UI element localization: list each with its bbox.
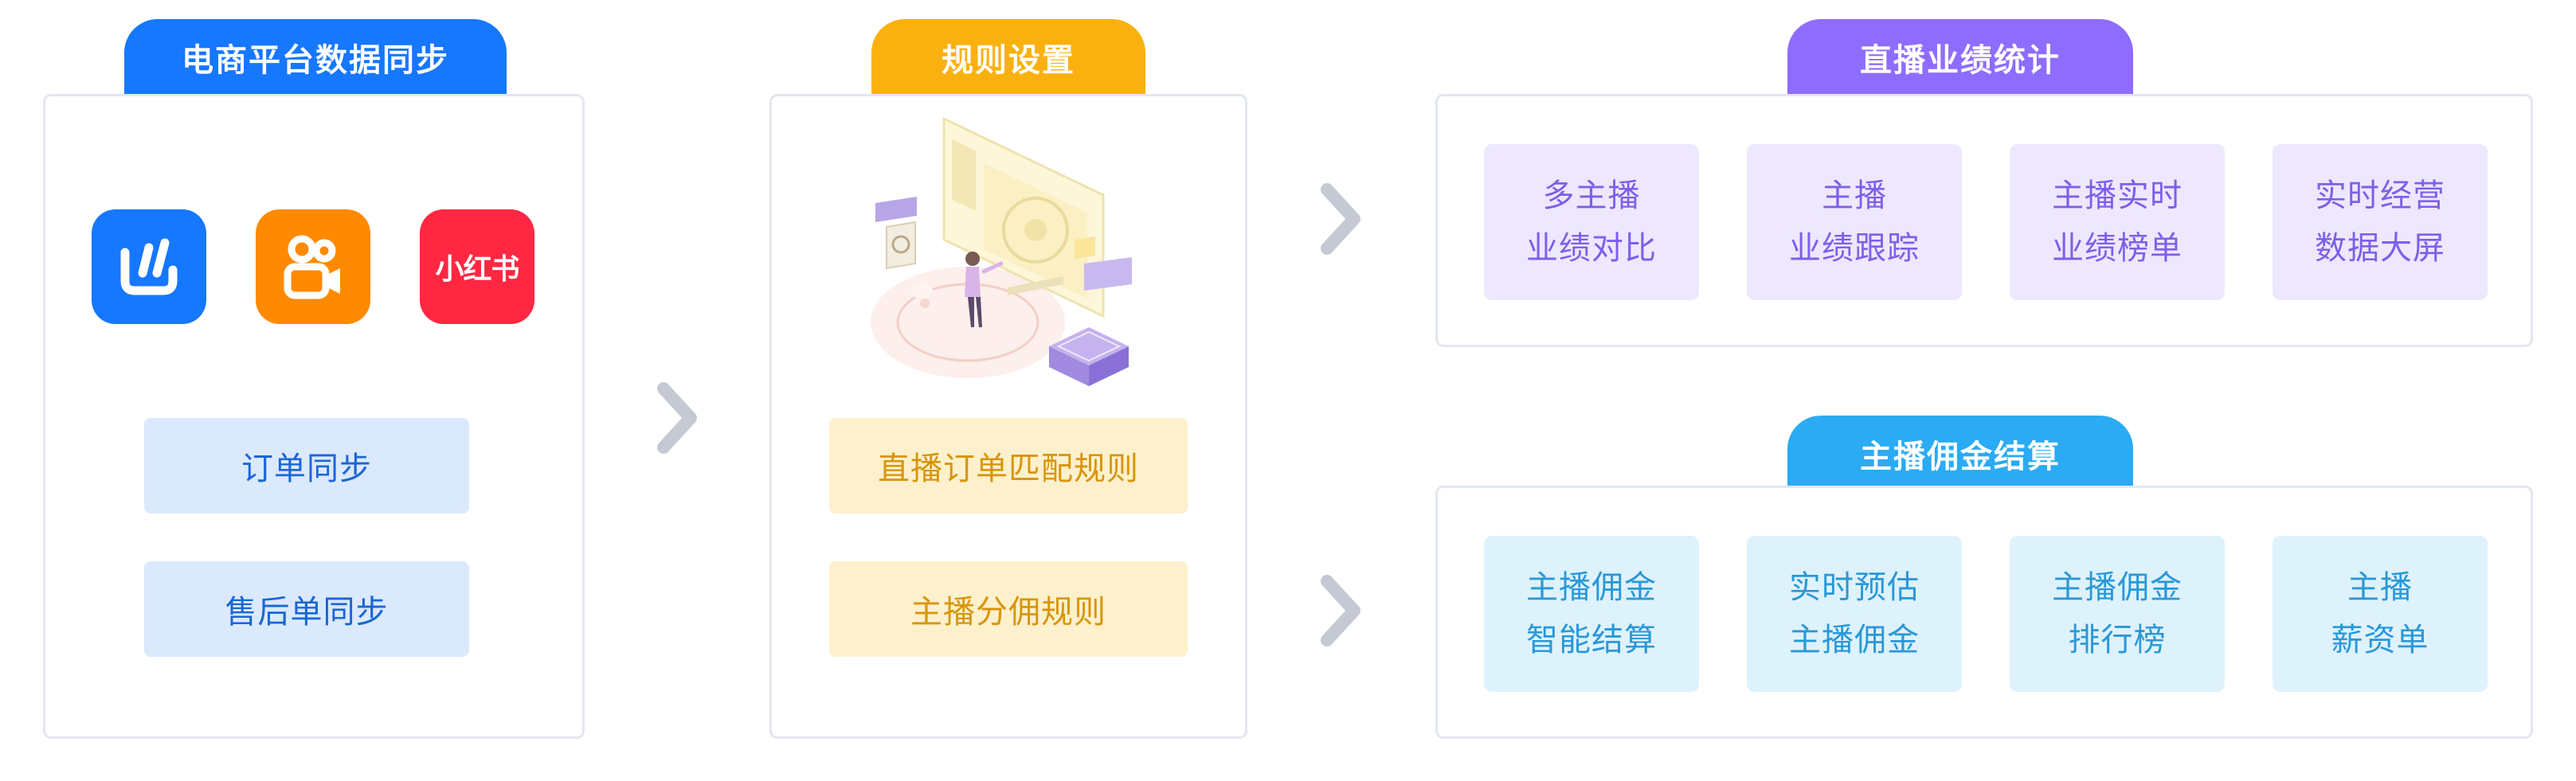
xiaohongshu-icon[interactable]: 小红书 [420,209,534,324]
tile-line: 业绩榜单 [2052,230,2183,267]
tile-line: 主播实时 [2052,178,2183,214]
xiaohongshu-logo-text: 小红书 [435,253,519,286]
tile-line: 多主播 [1542,178,1641,214]
arrow-right-icon [1321,183,1360,255]
commission-tile-ranking[interactable]: 主播佣金 排行榜 [2010,536,2225,692]
order-sync-button[interactable]: 订单同步 [144,418,469,514]
tile-line: 业绩跟踪 [1789,230,1920,267]
rules-section-title: 规则设置 [871,19,1145,96]
commission-tile-estimate[interactable]: 实时预估 主播佣金 [1747,536,1962,692]
tile-line: 薪资单 [2331,622,2429,658]
sync-panel: 小红书 订单同步 售后单同步 [43,94,585,739]
tile-line: 实时经营 [2315,178,2445,214]
commission-rule-button[interactable]: 主播分佣规则 [829,561,1188,657]
kuaishou-wei-icon[interactable] [92,209,206,324]
commission-panel: 主播佣金 智能结算 实时预估 主播佣金 主播佣金 排行榜 主播 薪资单 [1435,486,2533,739]
stats-section-title: 直播业绩统计 [1787,19,2133,96]
stats-tile-tracking[interactable]: 主播 业绩跟踪 [1747,144,1962,300]
stats-tile-dashboard[interactable]: 实时经营 数据大屏 [2273,144,2488,300]
commission-section-title: 主播佣金结算 [1787,416,2133,492]
tile-line: 数据大屏 [2315,230,2445,267]
stats-tile-multi-anchor[interactable]: 多主播 业绩对比 [1484,144,1699,300]
commission-tile-payslip[interactable]: 主播 薪资单 [2273,536,2488,692]
kuaishou-camera-icon[interactable] [256,209,370,324]
tile-line: 业绩对比 [1526,230,1657,267]
aftersale-sync-button[interactable]: 售后单同步 [144,561,469,657]
rules-panel: 直播订单匹配规则 主播分佣规则 [769,94,1247,739]
stats-tile-leaderboard[interactable]: 主播实时 业绩榜单 [2010,144,2225,300]
arrow-right-icon [657,382,697,454]
order-match-rule-button[interactable]: 直播订单匹配规则 [829,418,1188,514]
stats-panel: 多主播 业绩对比 主播 业绩跟踪 主播实时 业绩榜单 实时经营 数据大屏 [1435,94,2533,347]
tile-line: 排行榜 [2068,622,2167,658]
tile-line: 主播佣金 [2052,569,2183,606]
rules-illustration [871,116,1132,386]
tile-line: 实时预估 [1789,569,1920,606]
tile-line: 主播 [1822,178,1887,214]
arrow-right-icon [1321,575,1360,646]
tile-line: 主播佣金 [1526,569,1657,606]
tile-line: 主播 [2347,569,2413,606]
sync-section-title: 电商平台数据同步 [124,19,507,96]
tile-line: 主播佣金 [1789,622,1920,658]
tile-line: 智能结算 [1526,622,1657,658]
commission-tile-smart-settle[interactable]: 主播佣金 智能结算 [1484,536,1699,692]
